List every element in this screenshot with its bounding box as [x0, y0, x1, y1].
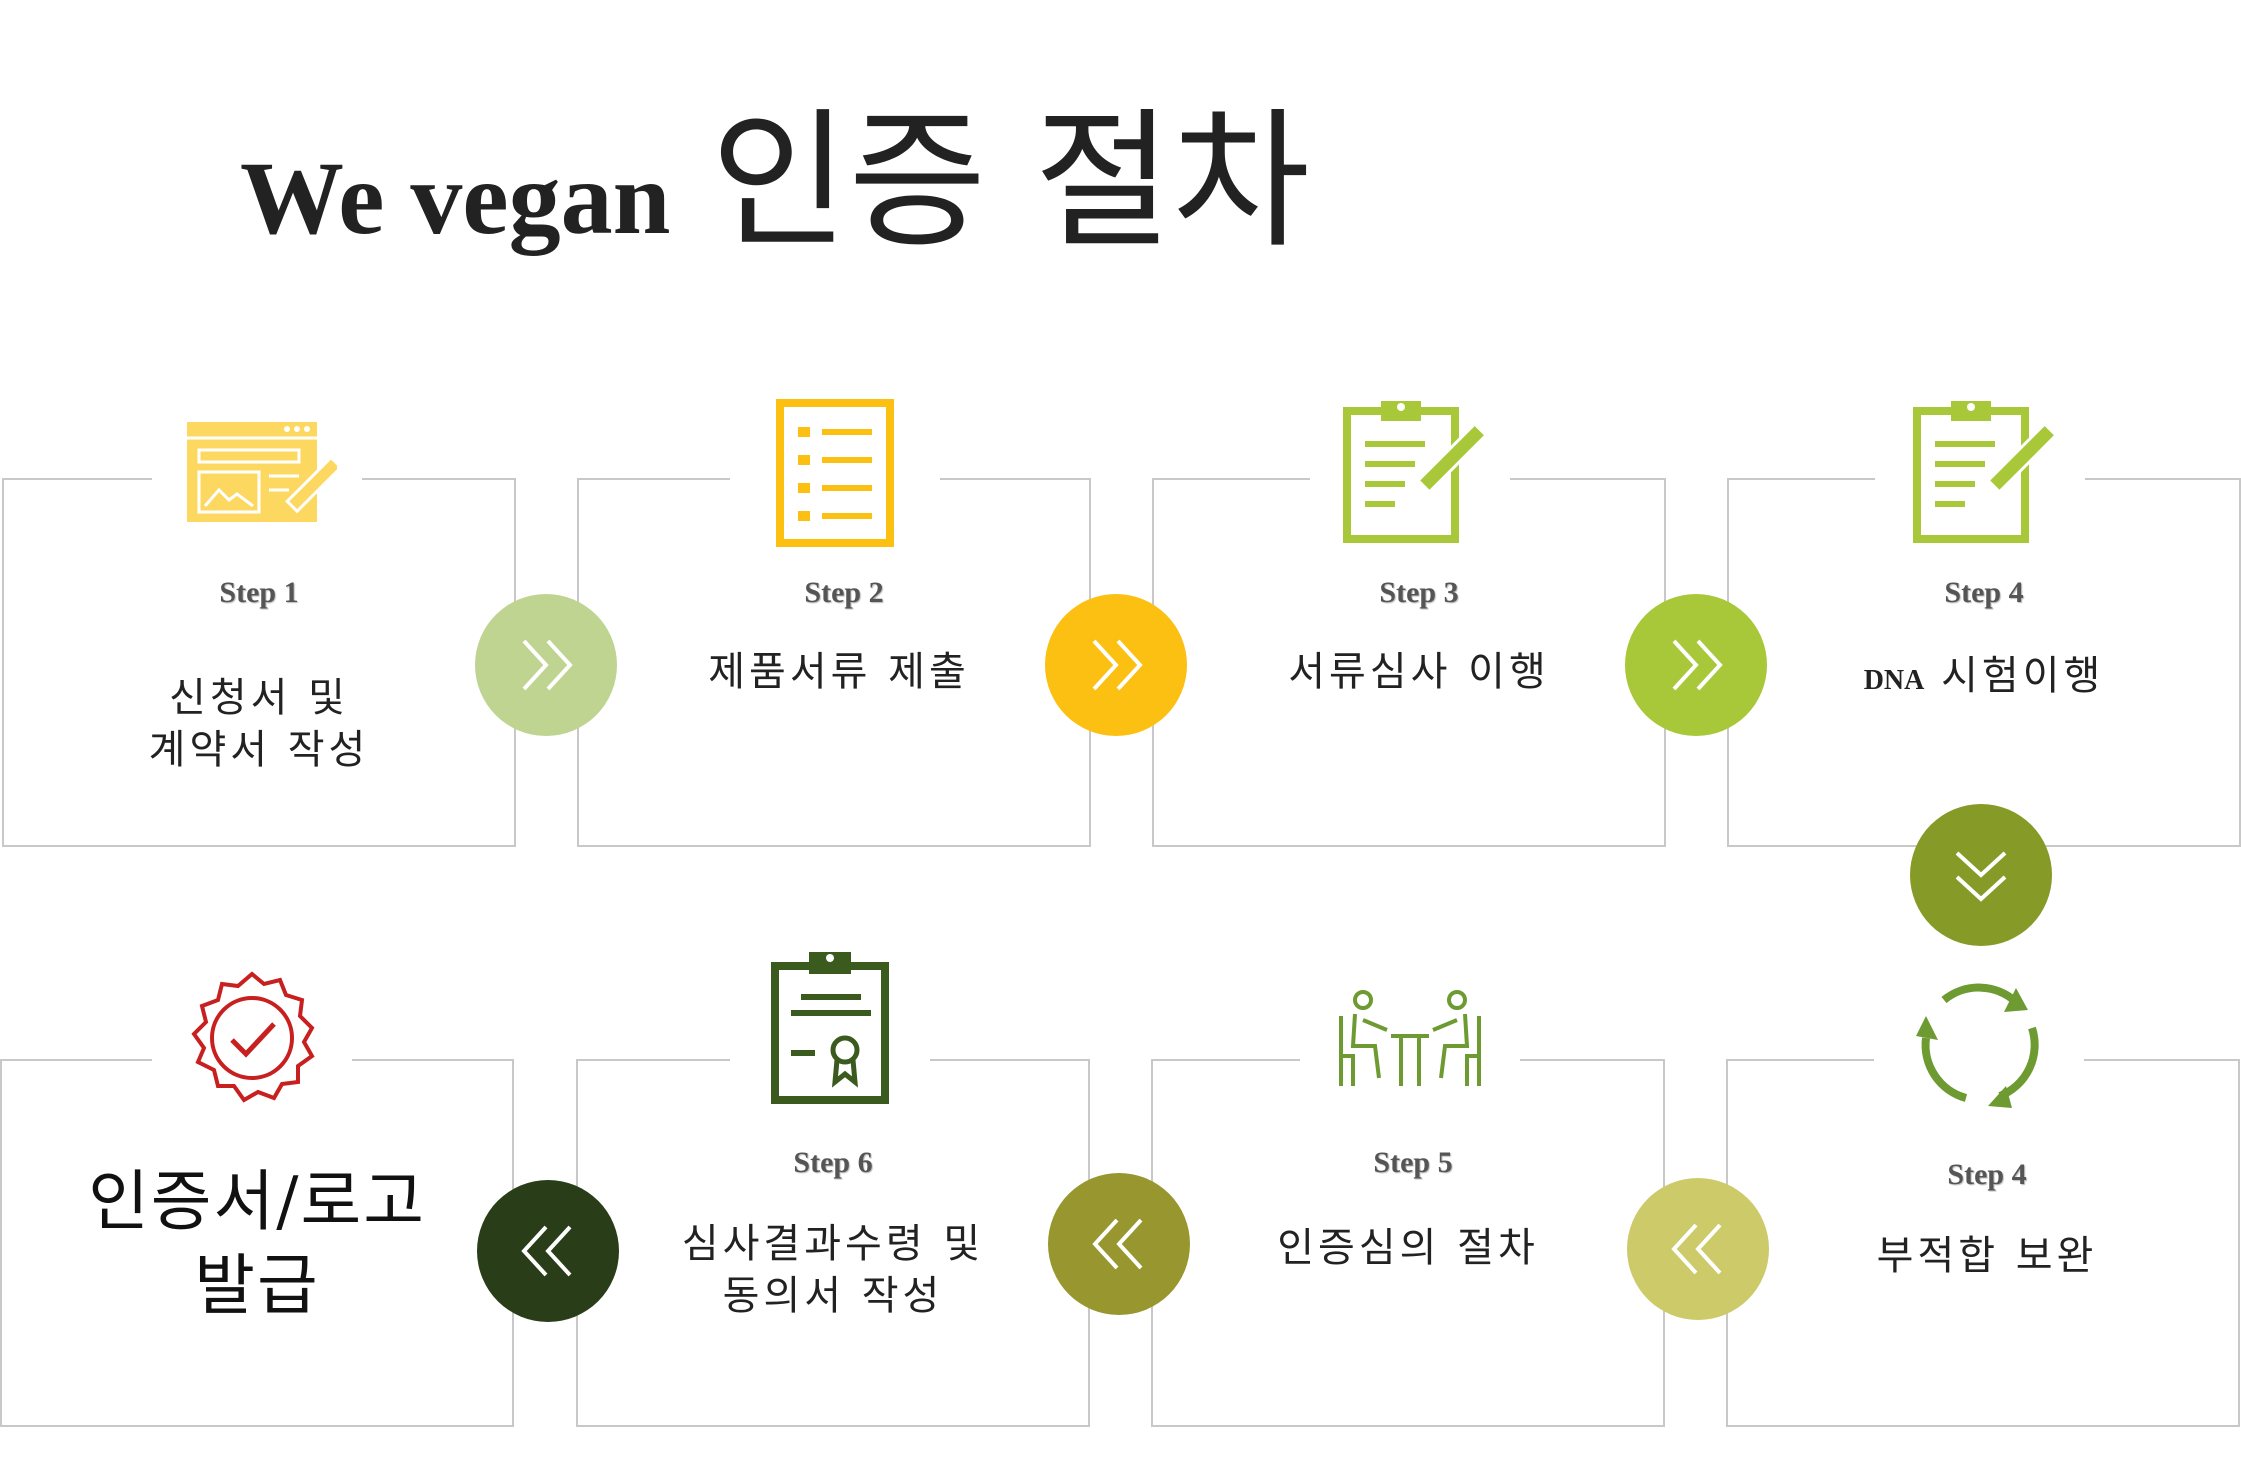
- document-list-icon: [730, 392, 940, 552]
- clipboard-edit-icon: [1310, 390, 1510, 550]
- certificate-clipboard-icon: [730, 944, 930, 1108]
- arrow-4-down: [1910, 804, 2052, 946]
- double-chevron-right-icon: [1672, 639, 1723, 691]
- step-6-text-line-2: 동의서 작성: [722, 1273, 944, 1319]
- step-3-text: 서류심사 이행: [1152, 646, 1686, 698]
- issuance-text: 인증서/로고 발급: [0, 1160, 514, 1328]
- step-5-text: 인증심의 절차: [1151, 1222, 1665, 1274]
- step-4-text: DNA 시험이행: [1727, 650, 2241, 707]
- step-1-label: Step 1: [219, 576, 299, 609]
- arrow-1-to-2: [475, 594, 617, 736]
- step-2-text: 제품서류 제출: [577, 646, 1101, 698]
- step-card-issuance: [0, 1059, 514, 1427]
- web-form-edit-icon: [152, 400, 362, 540]
- step-card-5: [1151, 1059, 1665, 1427]
- step-6-text: 심사결과수령 및 동의서 작성: [576, 1218, 1090, 1322]
- step-6-text-line-1: 심사결과수령 및: [681, 1221, 985, 1267]
- double-chevron-left-icon: [521, 1225, 572, 1277]
- step-4b-label: Step 4: [1947, 1158, 2027, 1191]
- step-6-label: Step 6: [793, 1146, 873, 1179]
- step-4-label: Step 4: [1944, 576, 2024, 609]
- step-4b-text: 부적합 보완: [1726, 1230, 2241, 1282]
- approval-badge-icon: [152, 968, 352, 1108]
- double-chevron-right-icon: [1092, 639, 1143, 691]
- step-1-text: 신청서 및 계약서 작성: [2, 672, 516, 776]
- title-ko: 인증 절차: [710, 95, 1311, 269]
- arrow-3-to-4: [1625, 594, 1767, 736]
- step-1-text-line-2: 계약서 작성: [148, 727, 370, 773]
- step-4b-text-line-1: 부적합 보완: [1876, 1233, 2098, 1279]
- clipboard-edit-icon: [1875, 390, 2085, 550]
- cycle-arrows-icon: [1874, 960, 2084, 1130]
- step-4-text-prefix: DNA: [1863, 665, 1925, 696]
- arrow-6-to-issuance: [477, 1180, 619, 1322]
- step-3-text-line-1: 서류심사 이행: [1288, 649, 1550, 695]
- step-2-text-line-1: 제품서류 제출: [708, 649, 970, 695]
- double-chevron-right-icon: [522, 639, 573, 691]
- step-1-text-line-1: 신청서 및: [169, 675, 349, 721]
- issuance-text-line-2: 발급: [194, 1247, 320, 1324]
- arrow-2-to-3: [1045, 594, 1187, 736]
- title-en: We vegan: [240, 141, 671, 256]
- step-card-6: [576, 1059, 1090, 1427]
- arrow-5-to-6: [1048, 1173, 1190, 1315]
- step-5-text-line-1: 인증심의 절차: [1277, 1225, 1539, 1271]
- arrow-4b-to-5: [1627, 1178, 1769, 1320]
- double-chevron-left-icon: [1671, 1223, 1722, 1275]
- step-3-label: Step 3: [1379, 576, 1459, 609]
- step-4-text-line-1: 시험이행: [1941, 653, 2105, 699]
- step-2-label: Step 2: [804, 576, 884, 609]
- double-chevron-down-icon: [1955, 851, 2007, 902]
- issuance-text-line-1: 인증서/로고: [88, 1163, 426, 1240]
- step-5-label: Step 5: [1373, 1146, 1453, 1179]
- page-title: We vegan 인증 절차: [240, 60, 1310, 277]
- double-chevron-left-icon: [1092, 1218, 1143, 1270]
- meeting-people-icon: [1300, 976, 1520, 1106]
